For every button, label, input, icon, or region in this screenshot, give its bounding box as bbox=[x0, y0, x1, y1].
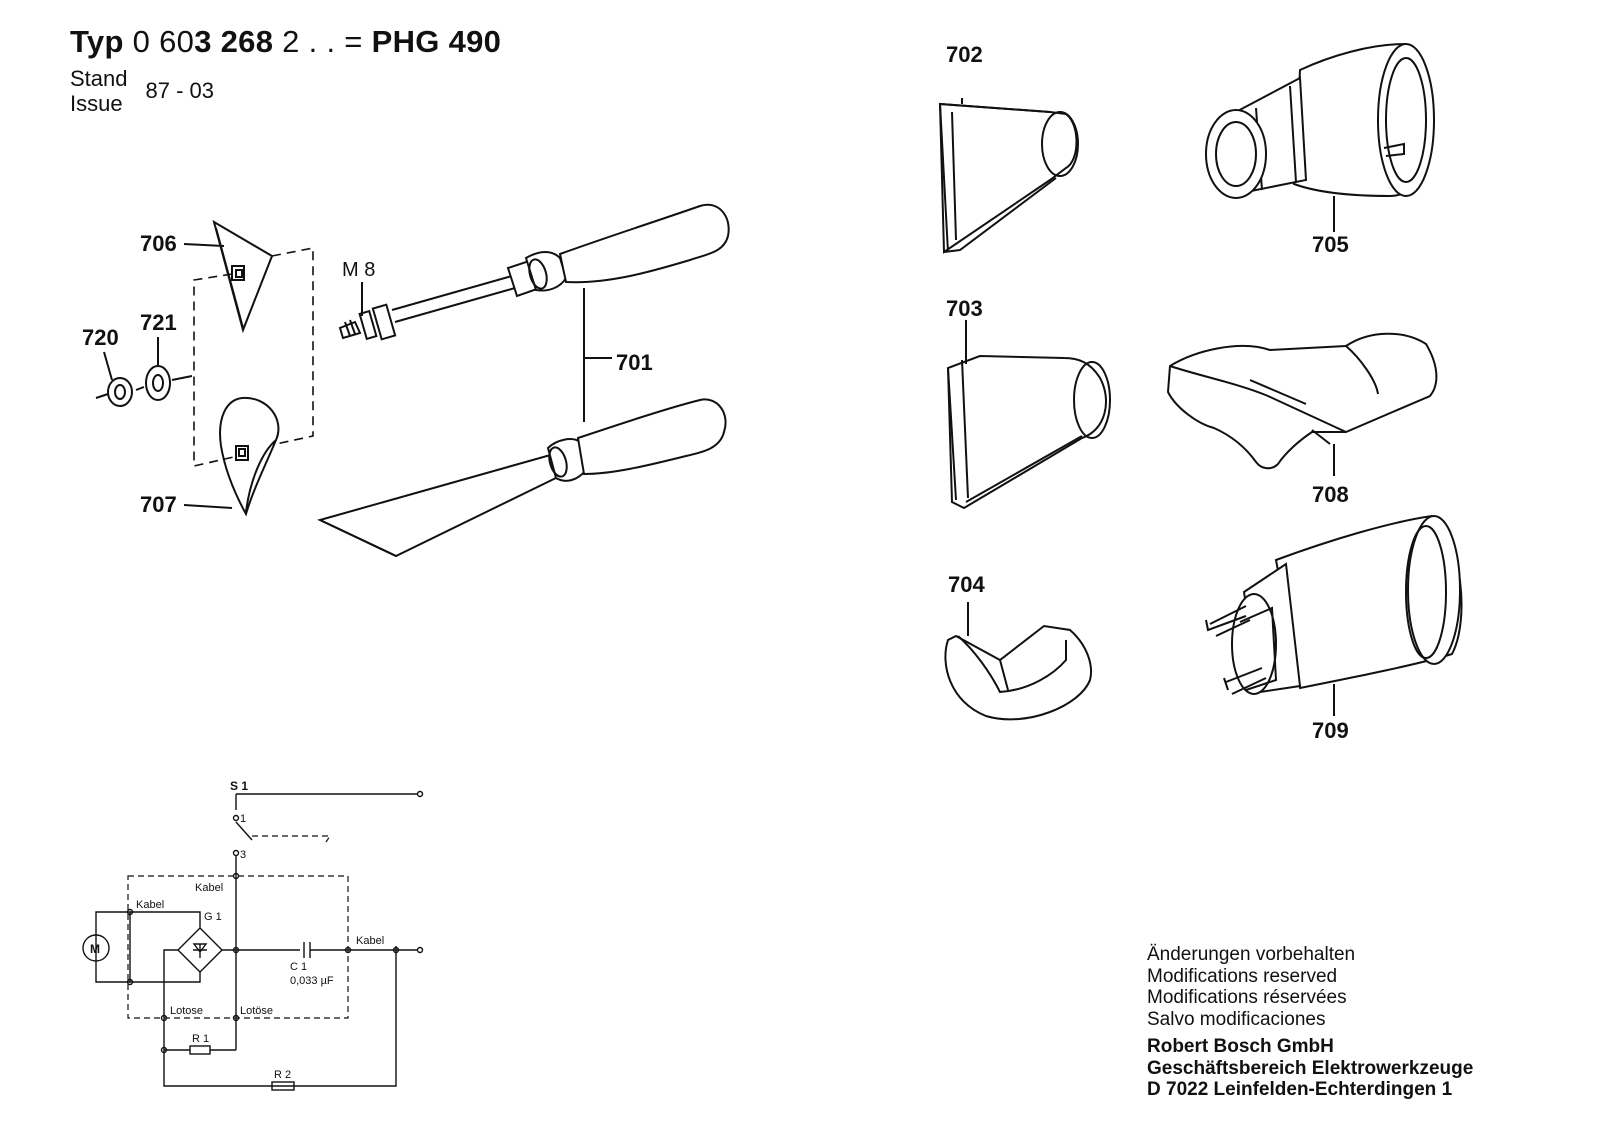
issue-value: 87 - 03 bbox=[145, 78, 215, 103]
ckt-kabel-right: Kabel bbox=[356, 935, 384, 947]
label-720: 720 bbox=[82, 325, 119, 350]
label-701: 701 bbox=[616, 350, 653, 375]
nut-720 bbox=[95, 377, 133, 407]
label-708: 708 bbox=[1312, 482, 1349, 507]
type-title: Typ 0 603 268 2 . . = PHG 490 bbox=[70, 24, 501, 60]
footer-line-de: Änderungen vorbehalten bbox=[1147, 944, 1356, 965]
model-name: PHG 490 bbox=[371, 24, 502, 59]
circuit-schematic: S 1 1 3 Kabel Kabel Kabel G 1 M C 1 0,03… bbox=[82, 779, 424, 1091]
footer-company: Robert Bosch GmbH bbox=[1147, 1036, 1334, 1057]
typ-number-c: 2 . . = bbox=[273, 24, 372, 59]
leader-720 bbox=[103, 351, 113, 381]
assembly-bracket bbox=[193, 247, 314, 468]
footer-block: Änderungen vorbehalten Modifications res… bbox=[1147, 944, 1473, 1101]
label-m8: M 8 bbox=[342, 259, 375, 281]
ckt-g1: G 1 bbox=[204, 911, 222, 923]
ckt-motor: M bbox=[90, 942, 100, 956]
leader-706 bbox=[183, 243, 225, 247]
label-721: 721 bbox=[140, 310, 177, 335]
typ-label: Typ bbox=[70, 24, 124, 59]
footer-address: D 7022 Leinfelden-Echterdingen 1 bbox=[1147, 1079, 1453, 1100]
ckt-lotose-left: Lotose bbox=[170, 1005, 203, 1017]
footer-division: Geschäftsbereich Elektrowerkzeuge bbox=[1147, 1057, 1474, 1079]
ckt-r2: R 2 bbox=[274, 1069, 291, 1081]
reflector-704 bbox=[944, 602, 1092, 721]
leader-707 bbox=[183, 504, 233, 509]
footer-line-en: Modifications reserved bbox=[1147, 965, 1338, 987]
nozzle-709 bbox=[1205, 514, 1463, 716]
ckt-t1: 1 bbox=[240, 813, 246, 825]
nozzle-703 bbox=[946, 320, 1111, 510]
ckt-kabel-top: Kabel bbox=[195, 882, 223, 894]
label-707: 707 bbox=[140, 492, 177, 517]
nozzle-708 bbox=[1166, 332, 1438, 476]
header-block: Typ 0 603 268 2 . . = PHG 490 Stand Issu… bbox=[70, 24, 501, 116]
issue-labels: Stand Issue bbox=[70, 66, 128, 116]
issue-row: Stand Issue 87 - 03 bbox=[70, 66, 501, 116]
ckt-t3: 3 bbox=[240, 849, 246, 861]
ckt-kabel-left: Kabel bbox=[136, 899, 164, 911]
label-703: 703 bbox=[946, 296, 983, 321]
tool-701-rod-handle bbox=[338, 203, 730, 341]
label-704: 704 bbox=[948, 572, 985, 597]
blade-707 bbox=[219, 396, 280, 517]
label-706: 706 bbox=[140, 231, 177, 256]
typ-number-b: 3 268 bbox=[194, 24, 274, 59]
ckt-r1: R 1 bbox=[192, 1033, 209, 1045]
footer-line-es: Salvo modificaciones bbox=[1147, 1008, 1326, 1030]
tool-701-scraper bbox=[317, 398, 727, 558]
washer-721 bbox=[145, 365, 171, 401]
label-705: 705 bbox=[1312, 232, 1349, 257]
leader-line bbox=[135, 375, 193, 391]
blade-706 bbox=[212, 219, 274, 334]
ckt-lotose-right: Lotöse bbox=[240, 1005, 273, 1017]
label-709: 709 bbox=[1312, 718, 1349, 743]
label-702: 702 bbox=[946, 42, 983, 67]
ckt-s1: S 1 bbox=[230, 779, 248, 793]
stand-label: Stand bbox=[70, 66, 128, 91]
nozzle-702 bbox=[938, 98, 1079, 254]
typ-number-a: 0 60 bbox=[132, 24, 195, 59]
footer-line-fr: Modifications réservées bbox=[1147, 987, 1347, 1008]
ckt-c1: C 1 bbox=[290, 961, 307, 973]
ckt-c1-value: 0,033 µF bbox=[290, 975, 334, 987]
issue-label: Issue bbox=[70, 91, 123, 116]
nozzle-705 bbox=[1205, 42, 1435, 232]
leader-701 bbox=[583, 288, 612, 422]
